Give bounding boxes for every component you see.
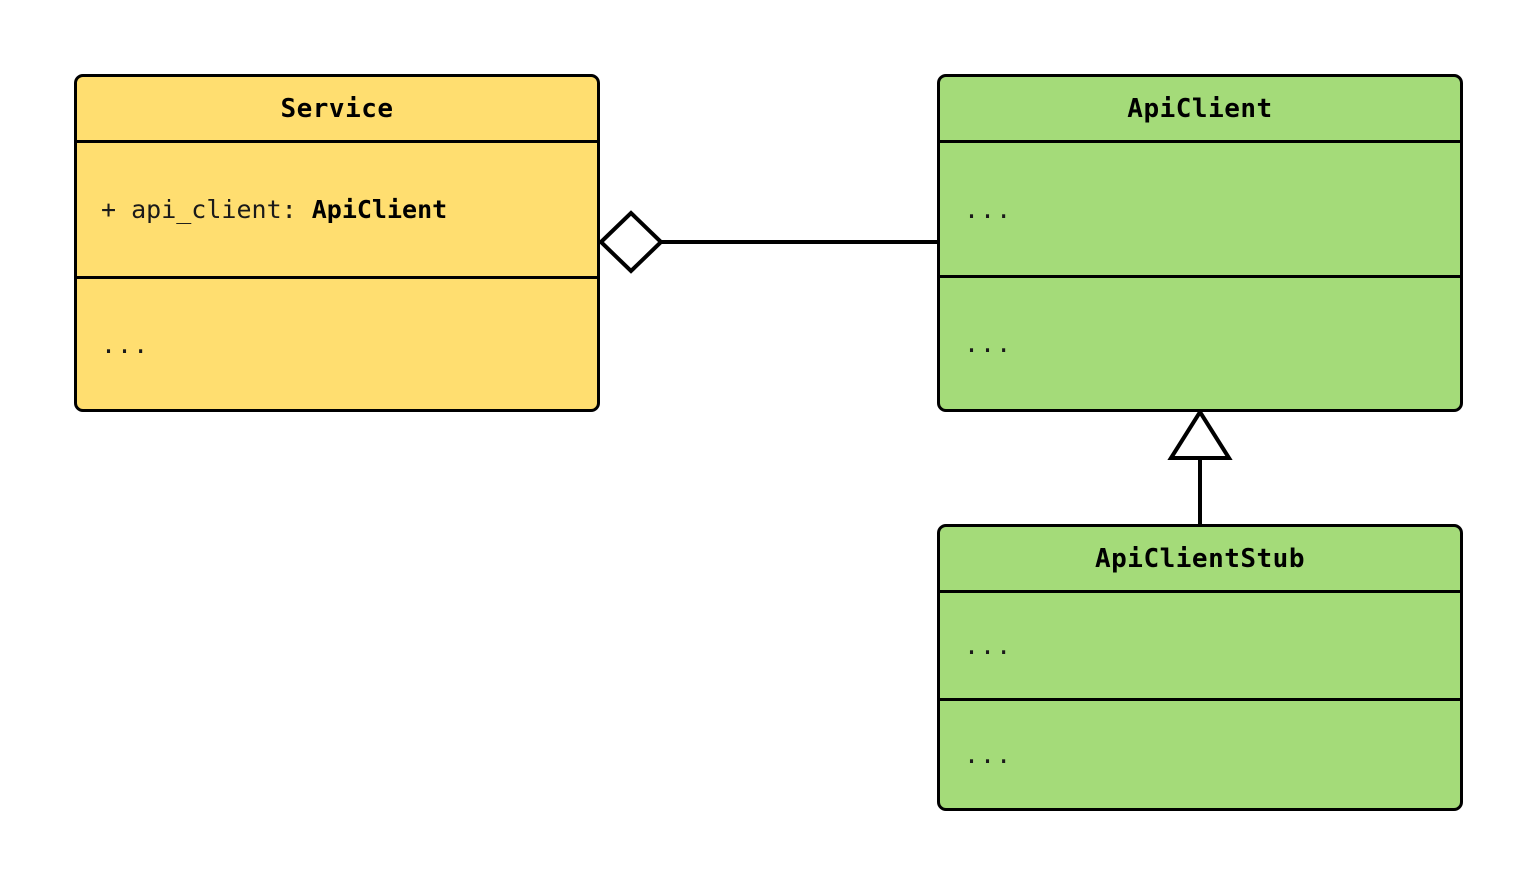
hollow-diamond-icon: [598, 210, 664, 274]
class-operations-apiclient: ...: [940, 275, 1460, 409]
attribute-type: ApiClient: [311, 195, 448, 224]
class-operations-apiclientstub: ...: [940, 698, 1460, 808]
class-box-apiclient[interactable]: ApiClient ... ...: [937, 74, 1463, 412]
operations-ellipsis: ...: [964, 740, 1013, 769]
operations-ellipsis: ...: [101, 329, 150, 359]
class-attributes-apiclient: ...: [940, 140, 1460, 275]
class-box-service[interactable]: Service + api_client: ApiClient ...: [74, 74, 600, 412]
attributes-ellipsis: ...: [964, 194, 1013, 224]
operations-ellipsis: ...: [964, 329, 1013, 358]
class-name-service: Service: [280, 93, 394, 124]
aggregation-service-apiclient[interactable]: [598, 210, 938, 274]
class-attributes-apiclientstub: ...: [940, 590, 1460, 698]
hollow-triangle-icon: [1167, 408, 1233, 460]
class-name-apiclient: ApiClient: [1127, 93, 1273, 124]
attribute-label: + api_client:: [101, 195, 312, 224]
class-name-apiclientstub: ApiClientStub: [1095, 543, 1305, 574]
class-operations-service: ...: [77, 276, 597, 409]
inheritance-stub-apiclient[interactable]: [1167, 408, 1233, 525]
attribute-api-client: + api_client: ApiClient: [77, 195, 447, 224]
class-box-apiclientstub[interactable]: ApiClientStub ... ...: [937, 524, 1463, 811]
class-attributes-service: + api_client: ApiClient: [77, 140, 597, 276]
attributes-ellipsis: ...: [964, 631, 1013, 660]
